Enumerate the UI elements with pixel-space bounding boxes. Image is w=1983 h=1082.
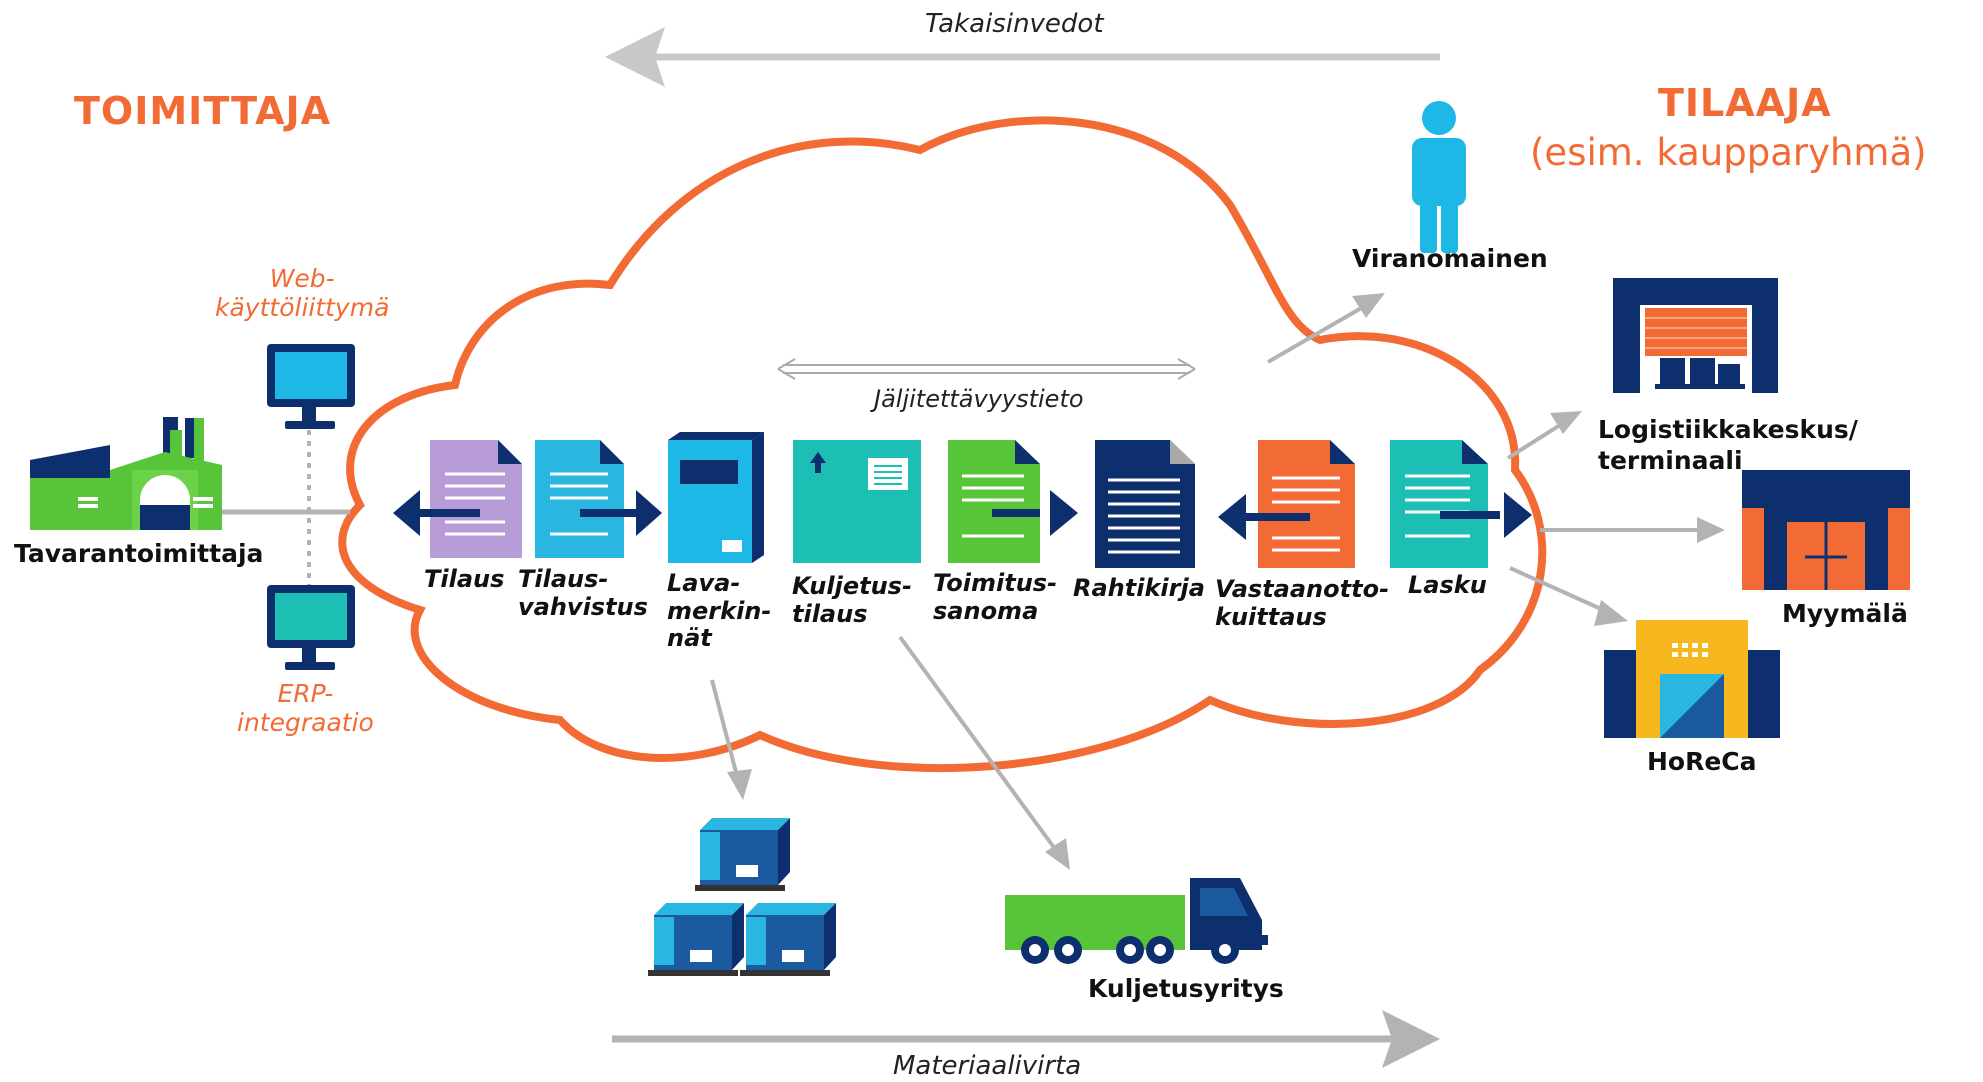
document-lavamerkinnat-icon bbox=[668, 432, 764, 563]
customer-subtitle: (esim. kaupparyhmä) bbox=[1530, 131, 1927, 174]
document-rahtikirja-icon bbox=[1095, 440, 1195, 568]
supplier-title: TOIMITTAJA bbox=[74, 89, 332, 133]
monitor-erp-icon bbox=[267, 585, 355, 670]
document-toimitussanoma-icon bbox=[948, 440, 1040, 563]
exchange-arrow-vastaanotto-icon bbox=[1218, 494, 1310, 540]
cloud-outline bbox=[338, 116, 1547, 773]
doc-label-kuljetustilaus: Kuljetus- tilaus bbox=[792, 572, 912, 628]
person-icon bbox=[1412, 101, 1466, 253]
document-tilausvahvistus-icon bbox=[535, 440, 624, 558]
carrier-label: Kuljetusyritys bbox=[1088, 974, 1284, 1003]
document-vastaanottokuittaus-icon bbox=[1258, 440, 1355, 568]
doc-label-tilausvahvistus: Tilaus- vahvistus bbox=[518, 565, 648, 621]
logistics-label: Logistiikkakeskus/ terminaali bbox=[1598, 415, 1858, 476]
store-label: Myymälä bbox=[1782, 599, 1908, 628]
supplier-name: Tavarantoimittaja bbox=[14, 539, 264, 568]
erp-integration-label: ERP- integraatio bbox=[237, 679, 374, 737]
truck-icon bbox=[1005, 878, 1268, 964]
doc-label-lasku: Lasku bbox=[1408, 571, 1487, 599]
pallet-left-icon bbox=[648, 903, 744, 976]
store-icon bbox=[1742, 470, 1910, 590]
doc-label-rahtikirja: Rahtikirja bbox=[1073, 574, 1205, 602]
flow-top-label: Takaisinvedot bbox=[925, 9, 1104, 39]
web-integration-label: Web- käyttöliittymä bbox=[215, 264, 390, 322]
flow-bottom-label: Materiaalivirta bbox=[893, 1051, 1082, 1081]
horeca-icon bbox=[1604, 620, 1780, 738]
horeca-label: HoReCa bbox=[1647, 747, 1757, 776]
pallet-right-icon bbox=[740, 903, 836, 976]
factory-icon bbox=[30, 417, 222, 530]
exchange-arrow-toimitus-icon bbox=[992, 490, 1078, 536]
authority-label: Viranomainen bbox=[1352, 244, 1548, 273]
doc-label-vastaanottokuittaus: Vastaanotto- kuittaus bbox=[1215, 575, 1390, 631]
exchange-arrow-lasku-icon bbox=[1440, 492, 1532, 538]
pallet-top-icon bbox=[695, 818, 790, 891]
monitor-web-icon bbox=[267, 344, 355, 429]
doc-label-lavamerkinnat: Lava- merkin- nät bbox=[667, 569, 772, 653]
warehouse-icon bbox=[1613, 278, 1778, 393]
customer-title: TILAAJA bbox=[1658, 81, 1832, 125]
document-kuljetustilaus-icon bbox=[793, 440, 921, 563]
document-lasku-icon bbox=[1390, 440, 1488, 568]
doc-label-tilaus: Tilaus bbox=[424, 565, 505, 593]
document-tilaus-icon bbox=[430, 440, 522, 558]
doc-label-toimitussanoma: Toimitus- sanoma bbox=[933, 569, 1058, 625]
exchange-arrow-tilaus-icon bbox=[393, 490, 662, 536]
traceability-label: Jäljitettävyystieto bbox=[874, 385, 1084, 413]
